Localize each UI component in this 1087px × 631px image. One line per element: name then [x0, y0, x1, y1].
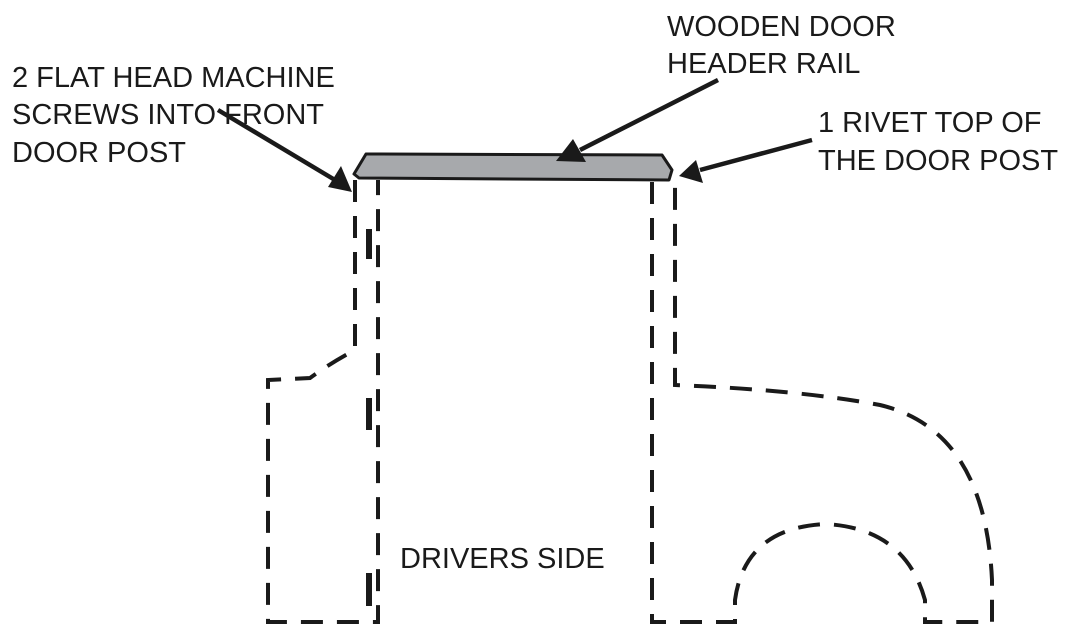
header-rail-arrow — [556, 77, 720, 162]
header-rail-label-line-2: HEADER RAIL — [667, 48, 860, 80]
rivet-arrow — [679, 137, 813, 183]
rivet-label: 1 RIVET TOP OF THE DOOR POST — [818, 107, 1058, 177]
screws-label-line-1: 2 FLAT HEAD MACHINE — [12, 62, 335, 94]
header-rail-label-line-1: WOODEN DOOR — [667, 11, 896, 43]
screws-label-line-3: DOOR POST — [12, 137, 186, 169]
screws-label-line-2: SCREWS INTO FRONT — [12, 99, 324, 131]
rivet-label-line-1: 1 RIVET TOP OF — [818, 107, 1042, 139]
screws-arrow — [216, 108, 352, 192]
header-rail-label: WOODEN DOOR HEADER RAIL — [667, 11, 896, 80]
drivers-side-label: DRIVERS SIDE — [400, 543, 605, 575]
rivet-label-line-2: THE DOOR POST — [818, 145, 1058, 177]
screws-label: 2 FLAT HEAD MACHINE SCREWS INTO FRONT DO… — [12, 62, 335, 169]
front-door-post-outline — [266, 180, 380, 624]
header-rail — [352, 152, 674, 182]
rear-door-post-outline — [650, 180, 994, 624]
